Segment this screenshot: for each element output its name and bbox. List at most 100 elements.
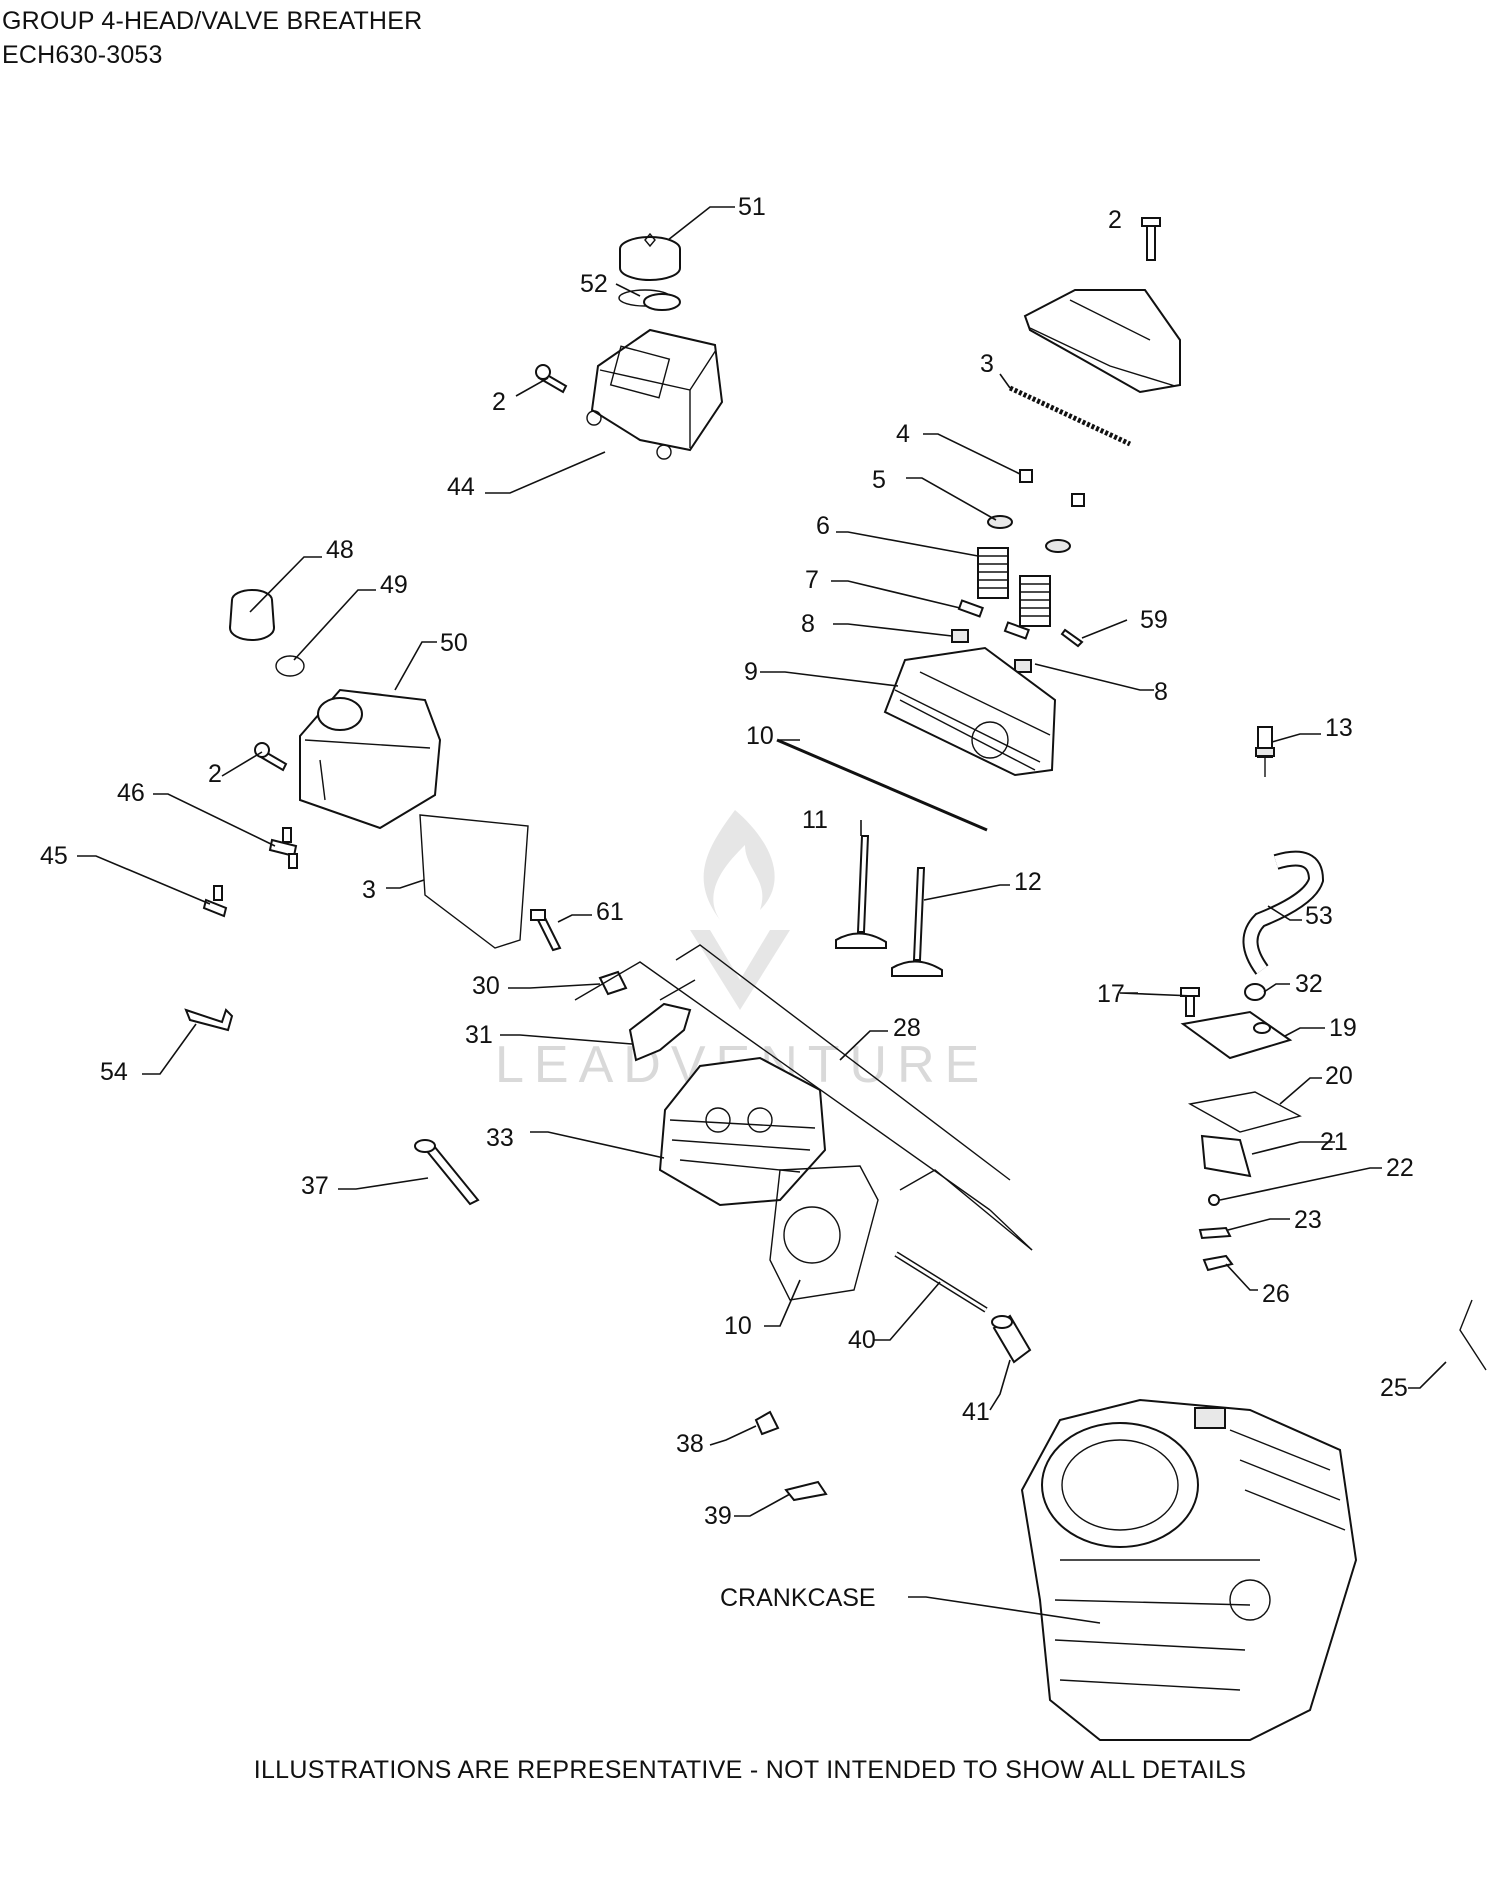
part-valve-cover-44	[586, 293, 724, 460]
part-intake-valve-11	[835, 835, 887, 949]
callout-40: 40	[848, 1326, 876, 1354]
part-bolt-61	[530, 909, 562, 952]
part-bolt-2b	[1141, 217, 1161, 261]
callout-8a: 8	[801, 610, 815, 638]
part-keeper-b	[1071, 493, 1085, 507]
callout-5: 5	[872, 466, 886, 494]
part-breather-cover-19	[1180, 1010, 1293, 1060]
callout-19: 19	[1329, 1014, 1357, 1042]
callout-4: 4	[896, 420, 910, 448]
callout-6: 6	[816, 512, 830, 540]
callout-3b: 3	[362, 876, 376, 904]
diagram-group-title: GROUP 4-HEAD/VALVE BREATHER	[2, 7, 423, 35]
callout-2b: 2	[492, 388, 506, 416]
part-sensor-13	[1255, 726, 1275, 777]
callout-10b: 10	[724, 1312, 752, 1340]
part-lifter-41	[991, 1314, 1032, 1364]
callout-21: 21	[1320, 1128, 1348, 1156]
callout-9: 9	[744, 658, 758, 686]
part-clip-38	[754, 1410, 780, 1436]
callout-crankcase: CRANKCASE	[720, 1584, 876, 1612]
callout-23: 23	[1294, 1206, 1322, 1234]
group-bracket-28	[574, 944, 1033, 1251]
callout-26: 26	[1262, 1280, 1290, 1308]
part-cylinder-head-9	[883, 646, 1057, 777]
part-valve-seal-b	[1003, 621, 1030, 640]
part-gasket-3b	[419, 814, 529, 949]
callout-59: 59	[1140, 606, 1168, 634]
part-clip-30	[598, 970, 628, 996]
callout-2a: 2	[1108, 206, 1122, 234]
part-head-gasket-10b	[769, 1165, 879, 1301]
callout-10a: 10	[746, 722, 774, 750]
part-stop-26	[1202, 1254, 1234, 1272]
part-screw-22	[1208, 1194, 1220, 1206]
part-fitting-45	[202, 885, 228, 918]
leader-lines	[77, 206, 1447, 1624]
callout-37: 37	[301, 1172, 329, 1200]
callout-39: 39	[704, 1502, 732, 1530]
part-gasket-3a	[1008, 385, 1132, 447]
callout-46: 46	[117, 779, 145, 807]
callout-17: 17	[1097, 980, 1125, 1008]
callout-54: 54	[100, 1058, 128, 1086]
part-screw-17	[1180, 987, 1200, 1017]
callout-50: 50	[440, 629, 468, 657]
callout-38: 38	[676, 1430, 704, 1458]
callout-2c: 2	[208, 760, 222, 788]
callout-28: 28	[893, 1014, 921, 1042]
callout-45: 45	[40, 842, 68, 870]
callout-7: 7	[805, 566, 819, 594]
callout-8b: 8	[1154, 678, 1168, 706]
part-breather-cover-50	[299, 688, 442, 830]
part-o-ring-49	[275, 655, 305, 677]
callout-25: 25	[1380, 1374, 1408, 1402]
callout-51: 51	[738, 193, 766, 221]
part-keeper-a	[1019, 469, 1033, 483]
part-bracket-54	[184, 1008, 234, 1032]
part-rocker-31	[628, 1002, 692, 1062]
callout-13: 13	[1325, 714, 1353, 742]
disclaimer-footer: ILLUSTRATIONS ARE REPRESENTATIVE - NOT I…	[253, 1756, 1247, 1784]
callout-32: 32	[1295, 970, 1323, 998]
part-reed-23	[1198, 1226, 1232, 1240]
part-fitting-46	[268, 827, 298, 869]
engine-model-number: ECH630-3053	[2, 41, 163, 69]
callout-44: 44	[447, 473, 475, 501]
callout-33: 33	[486, 1124, 514, 1152]
part-head-bolt-37	[414, 1139, 480, 1206]
callout-12: 12	[1014, 868, 1042, 896]
part-bolt-2c	[254, 742, 288, 772]
part-plate-39	[784, 1480, 828, 1502]
part-valve-spring-b	[1019, 575, 1051, 627]
callout-22: 22	[1386, 1154, 1414, 1182]
part-cylinder-head-33	[658, 1056, 827, 1207]
callout-61: 61	[596, 898, 624, 926]
part-valve-cap-b	[1014, 659, 1032, 673]
part-gasket-20	[1187, 1091, 1302, 1133]
part-head-gasket-10a	[776, 738, 988, 832]
part-valve-seal-a	[957, 599, 984, 618]
callout-49: 49	[380, 571, 408, 599]
callout-31: 31	[465, 1021, 493, 1049]
callout-30: 30	[472, 972, 500, 1000]
part-exhaust-valve-12	[891, 867, 943, 977]
callout-11: 11	[802, 806, 828, 834]
part-clamp-32	[1244, 983, 1266, 1001]
callout-41: 41	[962, 1398, 990, 1426]
part-filter-21	[1200, 1134, 1252, 1178]
part-retainer-b	[1045, 539, 1071, 553]
callout-3a: 3	[980, 350, 994, 378]
callout-52: 52	[580, 270, 608, 298]
callout-20: 20	[1325, 1062, 1353, 1090]
part-breather-fitting-48	[229, 589, 275, 641]
callout-labels: 51 52 2 2 44 3 4 5 6 7 8 59 9 8 10 48 49…	[40, 193, 1414, 1612]
part-rod-25	[1459, 1299, 1487, 1371]
callout-48: 48	[326, 536, 354, 564]
part-valve-cap-a	[951, 629, 969, 643]
part-crankcase	[1020, 1398, 1358, 1741]
part-pin-59	[1060, 628, 1084, 648]
part-bolt-2a	[535, 364, 568, 394]
part-valve-cover-right	[1023, 289, 1181, 394]
